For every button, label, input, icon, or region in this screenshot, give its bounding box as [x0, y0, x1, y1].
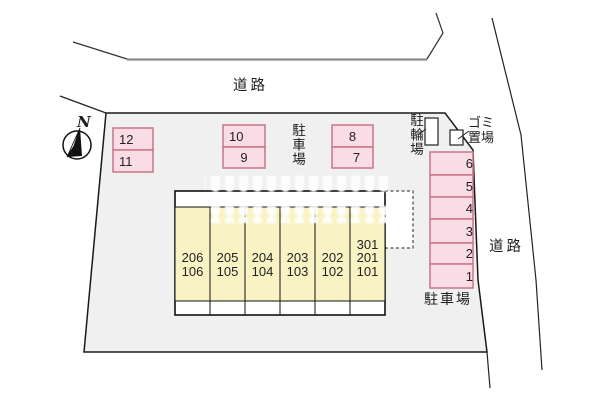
parking-space-3: 3 — [465, 223, 473, 239]
parking-space-5: 5 — [465, 178, 473, 194]
building-unit-5: 202 102 — [315, 236, 350, 278]
parking-space-4: 4 — [465, 200, 473, 216]
garbage-label-line1: ゴミ — [468, 115, 495, 130]
parking-box-1 — [429, 263, 474, 289]
parking-lot-label-right: 駐車場 — [424, 291, 472, 307]
parking-space-2: 2 — [465, 246, 473, 261]
building-unit-6: 301 201 101 — [350, 236, 385, 278]
watermark — [205, 176, 397, 223]
garbage-box — [449, 129, 464, 146]
unit-number: 106 — [181, 263, 204, 279]
parking-box-7 — [331, 146, 374, 169]
building-unit-3: 204 104 — [245, 236, 280, 278]
building-unit-1: 206 106 — [175, 236, 210, 278]
unit-number: 206 — [181, 250, 204, 265]
parking-box-9 — [222, 146, 266, 169]
unit-number: 103 — [286, 263, 309, 279]
building-unit-4: 203 103 — [280, 236, 315, 278]
unit-number: 105 — [216, 263, 239, 279]
north-label: N — [77, 113, 91, 131]
bicycle-parking-box — [424, 117, 439, 146]
parking-space-11: 11 — [119, 153, 133, 169]
bicycle-parking-label: 駐輪場 — [408, 113, 423, 157]
parking-box-11 — [112, 149, 154, 173]
compass-icon — [62, 127, 92, 160]
parking-space-boxes — [112, 124, 474, 289]
parking-space-12: 12 — [119, 131, 134, 147]
unit-number: 201 — [356, 250, 379, 265]
unit-number: 202 — [321, 250, 344, 265]
parking-space-8: 8 — [348, 128, 357, 144]
boundary-line-topleft — [59, 95, 107, 114]
parking-space-9: 9 — [240, 150, 248, 165]
parking-box-3 — [429, 218, 474, 244]
road-label-right: 道路 — [489, 239, 524, 255]
parking-space-10: 10 — [229, 128, 244, 144]
road-edge-topright — [426, 12, 444, 60]
parking-space-7: 7 — [352, 150, 361, 165]
unit-number: 204 — [251, 250, 274, 265]
garbage-label: ゴミ 置場 — [468, 115, 494, 145]
garbage-label-line2: 置場 — [468, 130, 495, 145]
road-edge-right — [491, 17, 543, 371]
parking-space-6: 6 — [465, 156, 473, 171]
road-label-top: 道路 — [233, 78, 268, 94]
unit-number: 104 — [251, 263, 274, 279]
bicycle-label-leader-line — [418, 128, 427, 135]
road-edge-topleft — [72, 41, 128, 60]
parking-space-1: 1 — [465, 268, 473, 284]
boundary-extension-line — [486, 351, 491, 389]
building-unit-2: 205 105 — [210, 236, 245, 278]
unit-number: 203 — [286, 250, 309, 265]
unit-number: 205 — [216, 250, 239, 265]
unit-number: 102 — [321, 263, 344, 279]
garbage-label-leader-line — [457, 130, 470, 140]
building-unit-dividers — [175, 207, 385, 315]
unit-number: 101 — [356, 263, 379, 279]
parking-lot-label-top: 駐車場 — [290, 123, 305, 167]
unit-number: 301 — [356, 236, 379, 252]
